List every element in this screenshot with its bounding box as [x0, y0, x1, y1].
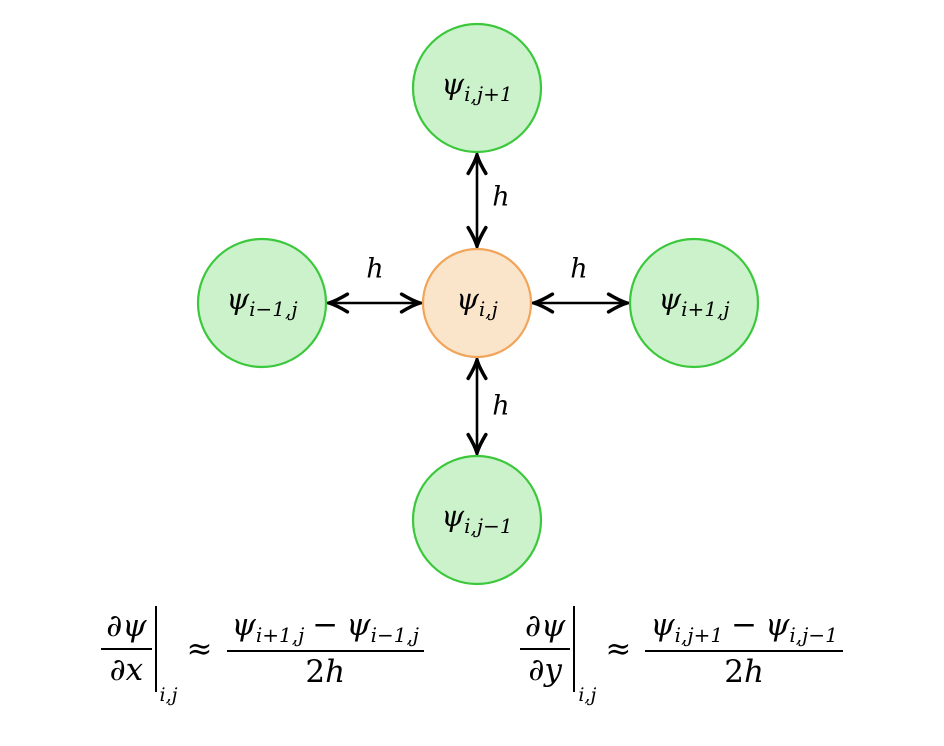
- evaluation-bar: i,j: [154, 606, 178, 706]
- node-label-center: ψi,j: [456, 285, 498, 319]
- denominator-variable: h: [743, 653, 764, 690]
- approx-symbol: ≈: [605, 631, 632, 667]
- evaluation-bar: i,j: [573, 606, 596, 706]
- rhs-denominator: 2h: [719, 653, 769, 691]
- psi-symbol: ψ: [226, 282, 250, 317]
- rhs-numerator: ψi+1,j−ψi−1,j: [227, 606, 424, 647]
- node-label-bottom: ψi,j−1: [441, 502, 512, 536]
- spacing-label-bottom: h: [492, 390, 510, 422]
- fraction-bar: [226, 649, 424, 652]
- node-label-left: ψi−1,j: [226, 285, 297, 319]
- spacing-label-top: h: [492, 181, 510, 213]
- psi-subscript: i,j+1: [674, 622, 724, 647]
- node-circle-top: [411, 22, 543, 154]
- lhs-fraction: ∂ψ ∂y: [520, 608, 571, 688]
- psi-subscript: i−1,j: [249, 296, 298, 321]
- formula-dpsi-dx: ∂ψ ∂x i,j ≈ ψi+1,j−ψi−1,j 2h: [101, 606, 424, 706]
- psi-symbol: ψ: [658, 282, 682, 317]
- rhs-fraction: ψi+1,j−ψi−1,j 2h: [226, 606, 424, 691]
- lhs-fraction: ∂ψ ∂x: [101, 608, 152, 688]
- formulas-row: ∂ψ ∂x i,j ≈ ψi+1,j−ψi−1,j 2h ∂ψ ∂y i,j ≈: [0, 606, 944, 706]
- stencil-diagram: [196, 22, 760, 586]
- node-circle-bottom: [411, 454, 543, 586]
- psi-subscript: i+1,j: [681, 296, 730, 321]
- psi-subscript: i+1,j: [255, 622, 305, 647]
- formula-dpsi-dy: ∂ψ ∂y i,j ≈ ψi,j+1−ψi,j−1 2h: [520, 606, 843, 706]
- fraction-bar: [520, 648, 571, 650]
- rhs-numerator: ψi,j+1−ψi,j−1: [645, 606, 842, 647]
- node-circle-right: [628, 237, 760, 369]
- evaluation-subscript: i,j: [159, 684, 178, 706]
- node-label-right: ψi+1,j: [658, 285, 729, 319]
- spacing-label-left: h: [366, 253, 384, 285]
- rhs-denominator: 2h: [300, 653, 350, 691]
- node-circle-left: [196, 237, 328, 369]
- denominator-coefficient: 2: [305, 653, 326, 690]
- rhs-fraction: ψi,j+1−ψi,j−1 2h: [645, 606, 843, 691]
- psi-symbol: ψ: [346, 606, 371, 643]
- psi-subscript: i−1,j: [370, 622, 419, 647]
- node-circle-center: [421, 247, 533, 359]
- approx-symbol: ≈: [186, 631, 213, 667]
- minus-operator: −: [731, 606, 758, 643]
- psi-symbol: ψ: [765, 606, 790, 643]
- psi-symbol: ψ: [441, 67, 465, 102]
- partial-numerator: ∂ψ: [525, 608, 566, 645]
- fraction-bar: [101, 648, 152, 650]
- minus-operator: −: [312, 606, 339, 643]
- fraction-bar: [645, 649, 843, 652]
- partial-denominator: ∂x: [109, 652, 144, 688]
- psi-symbol: ψ: [650, 606, 675, 643]
- psi-symbol: ψ: [441, 499, 465, 534]
- partial-numerator: ∂ψ: [106, 608, 147, 645]
- psi-symbol: ψ: [456, 282, 479, 317]
- psi-subscript: i,j: [478, 296, 498, 321]
- partial-denominator: ∂y: [528, 652, 562, 688]
- psi-subscript: i,j−1: [789, 622, 838, 647]
- node-label-top: ψi,j+1: [441, 70, 512, 104]
- psi-subscript: i,j+1: [464, 81, 513, 106]
- evaluation-subscript: i,j: [578, 684, 597, 706]
- spacing-label-right: h: [570, 253, 588, 285]
- denominator-variable: h: [325, 653, 346, 690]
- denominator-coefficient: 2: [724, 653, 744, 690]
- psi-symbol: ψ: [231, 606, 256, 643]
- psi-subscript: i,j−1: [464, 513, 513, 538]
